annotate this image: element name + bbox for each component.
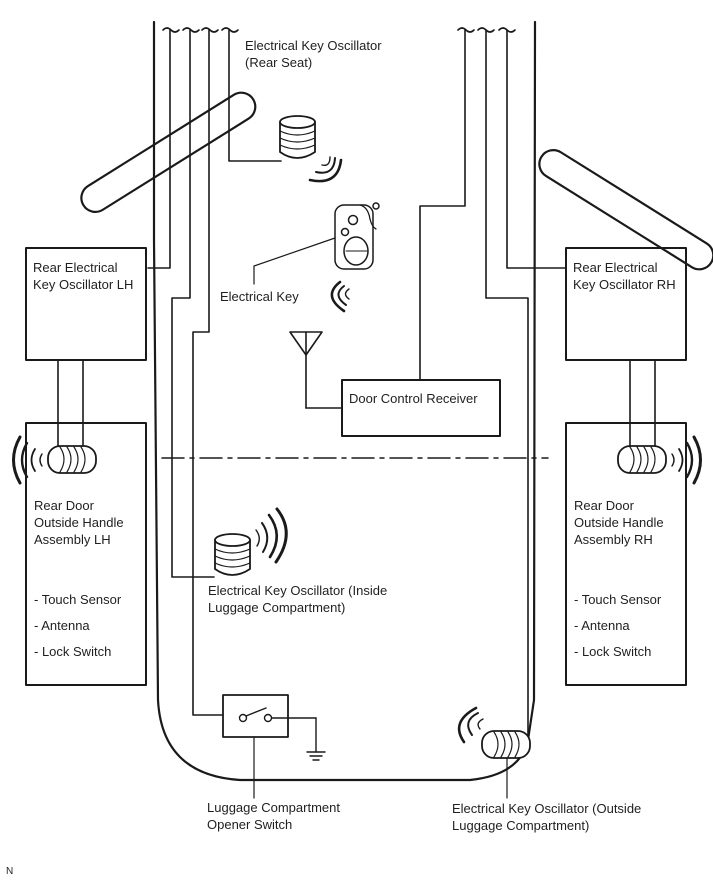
label-line: Luggage Compartment bbox=[207, 800, 340, 815]
label-line: Rear Door bbox=[34, 498, 94, 513]
lh-oscillator-to-handle-wires bbox=[57, 359, 84, 447]
rear-oscillator-lh-box[interactable] bbox=[25, 247, 147, 361]
label-oscillator-inside-luggage: Electrical Key Oscillator (Inside Luggag… bbox=[208, 582, 387, 616]
radio-waves-icon bbox=[330, 280, 350, 313]
left-wire-bundle bbox=[147, 27, 282, 716]
label-line: Electrical Key Oscillator (Inside bbox=[208, 583, 388, 598]
ground-icon bbox=[306, 751, 326, 761]
handle-rh-box[interactable] bbox=[565, 422, 687, 686]
label-line: Assembly LH bbox=[34, 532, 111, 547]
label-line: Key Oscillator LH bbox=[33, 277, 134, 292]
label-line: Door Control Receiver bbox=[349, 391, 478, 406]
radio-waves-icon bbox=[457, 706, 484, 744]
electrical-key-leader bbox=[253, 237, 336, 285]
label-rear-oscillator-rh: Rear Electrical Key Oscillator RH bbox=[573, 259, 676, 293]
label-line: Luggage Compartment) bbox=[452, 818, 590, 833]
radio-waves-icon bbox=[12, 435, 43, 485]
footer-mark: N bbox=[6, 866, 14, 877]
feature-item: - Touch Sensor bbox=[34, 592, 122, 607]
label-electrical-key: Electrical Key bbox=[220, 288, 299, 305]
label-handle-rh: Rear Door Outside Handle Assembly RH bbox=[574, 497, 664, 548]
label-line: Luggage Compartment) bbox=[208, 600, 346, 615]
label-line: Key Oscillator RH bbox=[573, 277, 676, 292]
door-control-receiver-box[interactable] bbox=[341, 379, 501, 437]
label-line: Rear Door bbox=[574, 498, 634, 513]
feature-item: - Lock Switch bbox=[574, 644, 652, 659]
label-handle-lh: Rear Door Outside Handle Assembly LH bbox=[34, 497, 124, 548]
label-line: Outside Handle bbox=[34, 515, 124, 530]
label-oscillator-outside-luggage: Electrical Key Oscillator (Outside Lugga… bbox=[452, 800, 641, 834]
coil-oscillator-icon bbox=[481, 730, 531, 759]
rear-oscillator-rh-box[interactable] bbox=[565, 247, 687, 361]
label-line: Electrical Key bbox=[220, 289, 299, 304]
radio-waves-icon bbox=[671, 435, 702, 485]
label-line: Electrical Key Oscillator bbox=[245, 38, 382, 53]
coil-oscillator-icon bbox=[617, 445, 667, 474]
left-trim-bar bbox=[80, 91, 257, 213]
right-trim-bar bbox=[538, 149, 713, 271]
label-line: Assembly RH bbox=[574, 532, 653, 547]
label-line: Opener Switch bbox=[207, 817, 293, 832]
coil-oscillator-icon bbox=[279, 115, 316, 159]
label-rear-oscillator-lh: Rear Electrical Key Oscillator LH bbox=[33, 259, 133, 293]
key-fob-icon[interactable] bbox=[334, 202, 380, 270]
feature-item: - Antenna bbox=[34, 618, 90, 633]
coil-oscillator-icon bbox=[214, 533, 251, 576]
handle-lh-feature-list: - Touch Sensor - Antenna - Lock Switch bbox=[34, 591, 121, 669]
switch-icon[interactable] bbox=[222, 694, 317, 753]
label-line: Rear Electrical bbox=[573, 260, 658, 275]
right-wire-bundle bbox=[419, 27, 567, 741]
rh-oscillator-to-handle-wires bbox=[629, 359, 656, 447]
handle-lh-box[interactable] bbox=[25, 422, 147, 686]
radio-waves-icon bbox=[308, 156, 343, 183]
coil-oscillator-icon bbox=[47, 445, 97, 474]
label-line: Rear Electrical bbox=[33, 260, 118, 275]
radio-waves-icon bbox=[255, 507, 288, 564]
feature-item: - Lock Switch bbox=[34, 644, 112, 659]
label-opener-switch: Luggage Compartment Opener Switch bbox=[207, 799, 340, 833]
label-line: (Rear Seat) bbox=[245, 55, 313, 70]
feature-item: - Antenna bbox=[574, 618, 630, 633]
handle-rh-feature-list: - Touch Sensor - Antenna - Lock Switch bbox=[574, 591, 661, 669]
label-line: Outside Handle bbox=[574, 515, 664, 530]
label-oscillator-rear-seat: Electrical Key Oscillator (Rear Seat) bbox=[245, 37, 382, 71]
label-door-control-receiver: Door Control Receiver bbox=[349, 390, 478, 407]
feature-item: - Touch Sensor bbox=[574, 592, 662, 607]
antenna-icon bbox=[289, 331, 343, 409]
label-line: Electrical Key Oscillator (Outside bbox=[452, 801, 642, 816]
